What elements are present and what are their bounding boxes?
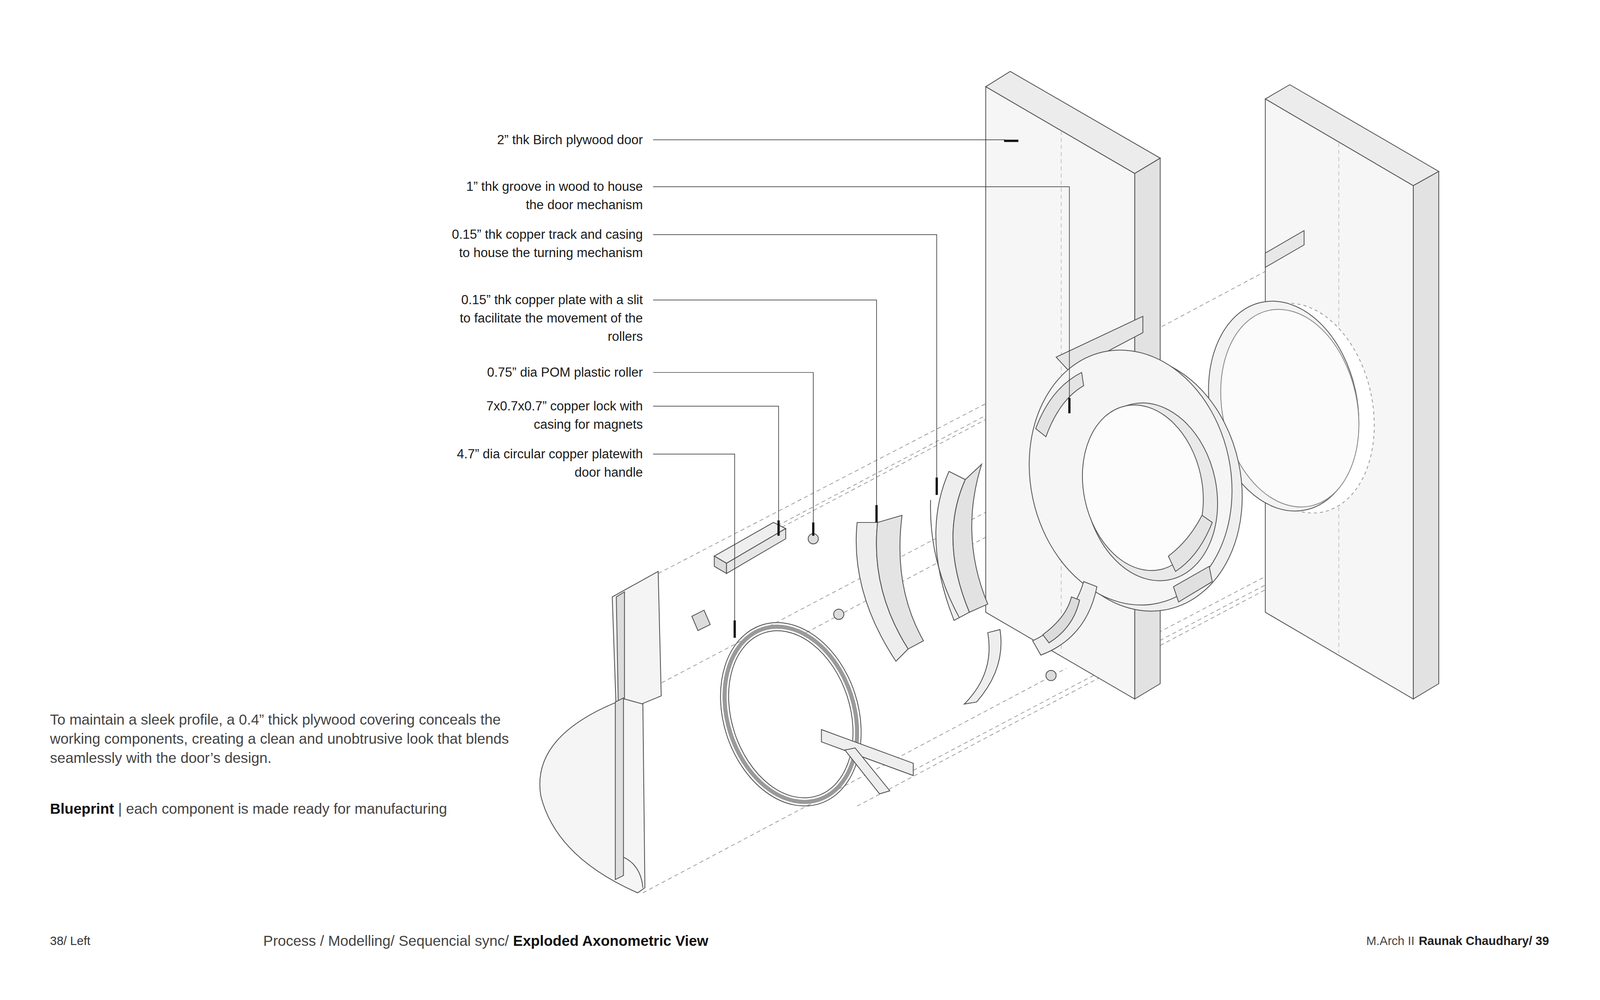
page-number: 38/ Left xyxy=(50,933,91,949)
part-callout: 4.7” dia circular copper platewith door … xyxy=(447,445,643,482)
part-callout: 0.15” thk copper plate with a slit to fa… xyxy=(447,290,643,346)
part-callout: 1” thk groove in wood to house the door … xyxy=(447,177,643,215)
door-slab-back xyxy=(1189,84,1439,699)
note-heading: Blueprint xyxy=(50,799,115,819)
mechanism-parts xyxy=(540,464,1098,893)
breadcrumb: Process / Modelling/ Sequencial sync/ xyxy=(263,931,509,950)
breadcrumb-current: Exploded Axonometric View xyxy=(512,931,709,950)
part-callout: 0.15” thk copper track and casing to hou… xyxy=(447,225,643,263)
door-slab-front xyxy=(985,71,1266,699)
part-callout: 7x0.7x0.7” copper lock with casing for m… xyxy=(447,397,643,434)
author-degree: M.Arch II xyxy=(1366,933,1415,949)
leader-lines xyxy=(652,140,1070,638)
part-callout: 2” thk Birch plywood door xyxy=(447,130,643,150)
leader-ticks xyxy=(734,140,1070,638)
part-callout: 0.75” dia POM plastic roller xyxy=(447,363,643,382)
author-page: Raunak Chaudhary/ 39 xyxy=(1418,933,1550,949)
projection-lines xyxy=(617,271,1276,893)
description-note: To maintain a sleek profile, a 0.4” thic… xyxy=(50,710,521,768)
note-text: | each component is made ready for manuf… xyxy=(118,799,448,819)
